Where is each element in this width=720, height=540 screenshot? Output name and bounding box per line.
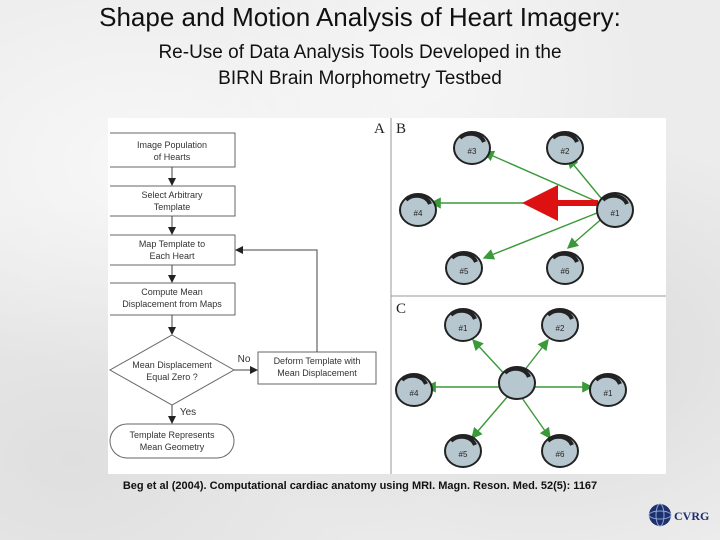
heart-label: #5 [459,450,468,459]
heart-shape: #2 [546,131,584,165]
step4-line2: Displacement from Maps [122,299,222,309]
decision-line2: Equal Zero ? [146,372,198,382]
logo-text: CVRG [674,509,709,523]
panel-label-c: C [396,301,406,317]
yes-label: Yes [180,407,196,418]
subtitle-line-2: BIRN Brain Morphometry Testbed [218,68,502,89]
heart-shape: #4 [395,373,433,407]
heart-label: #3 [468,147,477,156]
panel-label-a: A [374,121,385,137]
heart-label: #6 [556,450,565,459]
heart-shape: #1 [444,308,482,342]
flow-step-image-population: Image Population of Hearts [110,132,236,168]
heart-label: #1 [611,209,620,218]
slide-title: Shape and Motion Analysis of Heart Image… [99,2,621,32]
heart-shape: #4 [399,193,437,227]
deform-line2: Mean Displacement [277,368,357,378]
flow-step-select-template: Select Arbitrary Template [110,185,236,217]
heart-shape: #5 [445,251,483,285]
heart-label: #4 [414,209,423,218]
heart-label: #2 [556,324,565,333]
heart-shape: #2 [541,308,579,342]
heart-label: #5 [460,267,469,276]
flowchart: Image Population of Hearts Select Arbitr… [108,132,377,459]
heart-shape: #6 [541,434,579,468]
step2-line2: Template [154,202,191,212]
flow-connectors [168,167,318,424]
no-label: No [238,354,251,365]
step1-line2: of Hearts [154,152,191,162]
decision-line1: Mean Displacement [132,360,212,370]
flow-step-deform: Deform Template with Mean Displacement [257,351,377,385]
panel-c-hearts: #1 #2 #4 #1 [395,308,627,468]
heart-shape: #3 [453,131,491,165]
heart-shape: #6 [546,251,584,285]
heart-label: #1 [459,324,468,333]
panel-c-arrows [424,338,594,440]
heart-shape: #1 [589,373,627,407]
cvrg-logo: CVRG [648,500,714,530]
heart-shape: #5 [444,434,482,468]
heart-label: #6 [561,267,570,276]
heart-shape: #1 [596,192,634,228]
panel-b-hearts: #3 #2 #4 #1 #5 [399,131,634,285]
step2-line1: Select Arbitrary [141,190,203,200]
flow-step-final: Template Represents Mean Geometry [109,423,235,459]
slide-subtitle: Re-Use of Data Analysis Tools Developed … [0,40,720,92]
flow-decision: Mean Displacement Equal Zero ? [108,334,236,406]
deform-line1: Deform Template with [274,356,361,366]
flow-step-compute-mean: Compute Mean Displacement from Maps [110,282,236,316]
heart-label: #4 [410,389,419,398]
figure-panel: Image Population of Hearts Select Arbitr… [108,118,666,474]
step1-line1: Image Population [137,140,207,150]
panel-label-b: B [396,121,406,137]
final-line2: Mean Geometry [140,442,205,452]
heart-label: #2 [561,147,570,156]
citation: Beg et al (2004). Computational cardiac … [122,480,598,492]
subtitle-line-1: Re-Use of Data Analysis Tools Developed … [158,42,562,63]
step3-line2: Each Heart [149,251,195,261]
flow-step-map-template: Map Template to Each Heart [110,234,236,266]
heart-template [498,366,536,400]
final-line1: Template Represents [129,430,215,440]
heart-label: #1 [604,389,613,398]
step4-line1: Compute Mean [141,287,203,297]
step3-line1: Map Template to [139,239,205,249]
